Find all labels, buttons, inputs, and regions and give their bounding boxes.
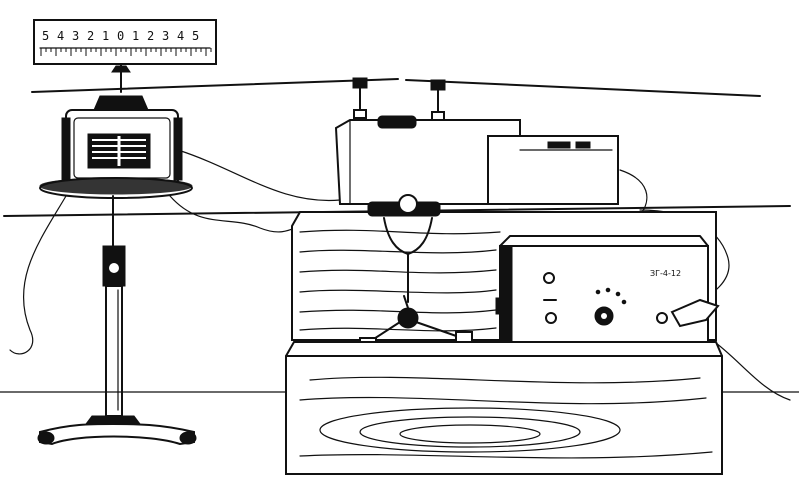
scale-digits: 5 4 3 2 1 0 1 2 3 4 5 (42, 29, 199, 43)
generator-top-edge (499, 235, 709, 247)
wood-grain (299, 327, 497, 332)
stand-base-collar (85, 415, 141, 425)
scale-digit: 2 (87, 29, 94, 43)
wood-knot-ring (399, 424, 541, 444)
cable (711, 339, 791, 401)
wood-knot-ring (359, 416, 581, 448)
pendulum-head (39, 95, 193, 199)
dial-mark (615, 291, 621, 297)
stand (37, 195, 197, 446)
cable (9, 195, 67, 355)
cable (177, 149, 341, 202)
tripod-foot (455, 331, 473, 343)
side-terminal (495, 297, 505, 315)
generator-box: ЗГ-4-12 (495, 235, 720, 343)
scale-digit: 3 (72, 29, 79, 43)
scale-digit: 5 (192, 29, 199, 43)
housing-edge-right (173, 117, 183, 181)
cable (619, 169, 648, 216)
scale-frame (33, 19, 217, 65)
scale-digit: 1 (102, 29, 109, 43)
wood-grain (299, 451, 713, 459)
power-switch (545, 312, 557, 324)
scale-digit: 4 (177, 29, 184, 43)
wood-grain (299, 396, 707, 405)
box-step (487, 119, 521, 137)
scale-digit: 3 (162, 29, 169, 43)
clamp-knob (398, 194, 418, 214)
wood-grain (299, 289, 497, 294)
stand-base-foot (39, 423, 195, 446)
dial-mark (621, 299, 627, 305)
wood-grain (299, 269, 497, 274)
knob-center (601, 313, 607, 319)
box-handle (377, 115, 417, 129)
foot-pad (179, 431, 197, 445)
wood-grain (299, 249, 497, 254)
scale-digit: 1 (132, 29, 139, 43)
upper-rod-right (405, 79, 761, 97)
angle-scale: 5 4 3 2 1 0 1 2 3 4 5 (33, 19, 217, 65)
scale-digit: 4 (57, 29, 64, 43)
generator-housing (499, 245, 709, 343)
tripod-leg (403, 295, 409, 309)
output-plug (670, 298, 720, 328)
scale-digit: 2 (147, 29, 154, 43)
dial-mark (595, 289, 601, 295)
tripod-hub (397, 307, 419, 329)
scale-ticks (40, 48, 212, 56)
upper-instrument (334, 115, 619, 205)
rod-clamp (352, 77, 368, 119)
indicator-lamp (543, 272, 555, 284)
housing-edge-left (61, 117, 71, 181)
wood-knot-ring (319, 407, 621, 453)
foot-pad (37, 431, 55, 445)
dial-mark (605, 287, 611, 293)
front-indicator (547, 141, 571, 149)
generator-side (499, 245, 513, 343)
scale-digit: 0 (117, 29, 124, 43)
pointer-mount (111, 65, 131, 73)
cable (169, 195, 301, 233)
front-indicator (575, 141, 591, 149)
upper-rod-left (31, 78, 399, 93)
wood-grain (299, 229, 501, 235)
wood-grain (309, 376, 701, 384)
clamp-screw (109, 263, 119, 273)
output-jack (656, 312, 668, 324)
scale-digit: 5 (42, 29, 49, 43)
rod-clamp (430, 79, 446, 121)
generator-model-label: ЗГ-4-12 (650, 269, 681, 278)
stand-column (105, 285, 123, 417)
tripod-leg (415, 321, 463, 339)
turntable-disk-rim (39, 177, 193, 195)
wooden-block-lower (285, 341, 723, 475)
head-collar (93, 95, 149, 111)
